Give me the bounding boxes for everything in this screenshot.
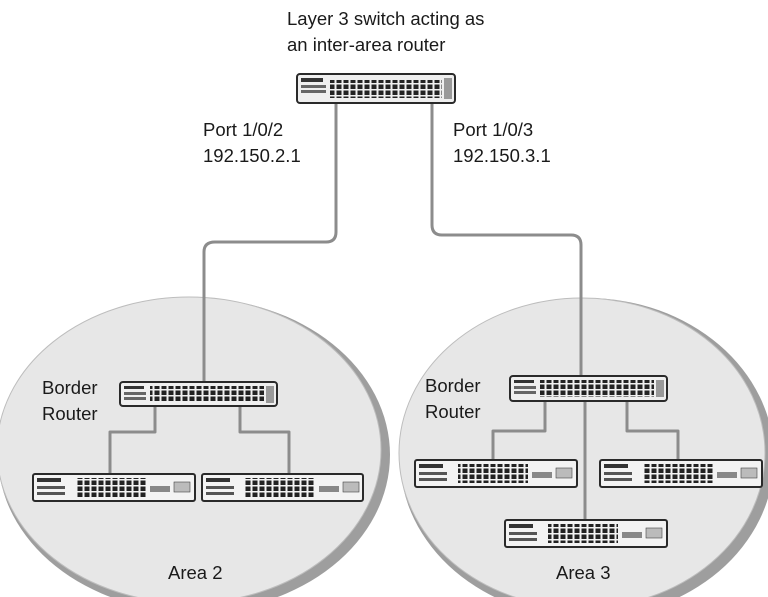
core-layer3-switch bbox=[296, 73, 456, 104]
cable-border2-left bbox=[108, 405, 157, 475]
cable-core-to-area3 bbox=[430, 103, 583, 376]
area-2-border-label-line1: Border bbox=[42, 377, 98, 398]
left-link-label: Port 1/0/2 192.150.2.1 bbox=[203, 117, 301, 169]
area-2-border-router bbox=[119, 381, 278, 407]
core-switch-label-line1: Layer 3 switch acting as bbox=[287, 8, 485, 29]
area-3-border-router-label: Border Router bbox=[425, 373, 481, 425]
area-2-border-router-label: Border Router bbox=[42, 375, 98, 427]
cables bbox=[108, 103, 680, 522]
area-3-border-label-line2: Router bbox=[425, 401, 481, 422]
right-ip-label: 192.150.3.1 bbox=[453, 145, 551, 166]
right-link-label: Port 1/0/3 192.150.3.1 bbox=[453, 117, 551, 169]
left-port-label: Port 1/0/2 bbox=[203, 119, 284, 140]
area-2-label: Area 2 bbox=[168, 562, 223, 583]
area-2-border-label-line2: Router bbox=[42, 403, 98, 424]
area-2-switch-right bbox=[201, 473, 364, 502]
area-3-switch-bottom bbox=[504, 519, 668, 548]
area-2-region bbox=[0, 296, 390, 597]
left-ip-label: 192.150.2.1 bbox=[203, 145, 301, 166]
cable-border2-right bbox=[238, 405, 291, 475]
core-switch-label-line2: an inter-area router bbox=[287, 34, 446, 55]
area-3-switch-right bbox=[599, 459, 763, 488]
core-switch-label: Layer 3 switch acting as an inter-area r… bbox=[287, 6, 484, 58]
area-3-label: Area 3 bbox=[556, 562, 611, 583]
area-3-switch-left bbox=[414, 459, 578, 488]
cable-border3-right bbox=[625, 400, 680, 462]
right-port-label: Port 1/0/3 bbox=[453, 119, 534, 140]
area-3-border-router bbox=[509, 375, 668, 402]
cable-border3-left bbox=[491, 400, 547, 462]
area-2-switch-left bbox=[32, 473, 196, 502]
area-3-border-label-line1: Border bbox=[425, 375, 481, 396]
cable-core-to-area2 bbox=[202, 103, 338, 383]
